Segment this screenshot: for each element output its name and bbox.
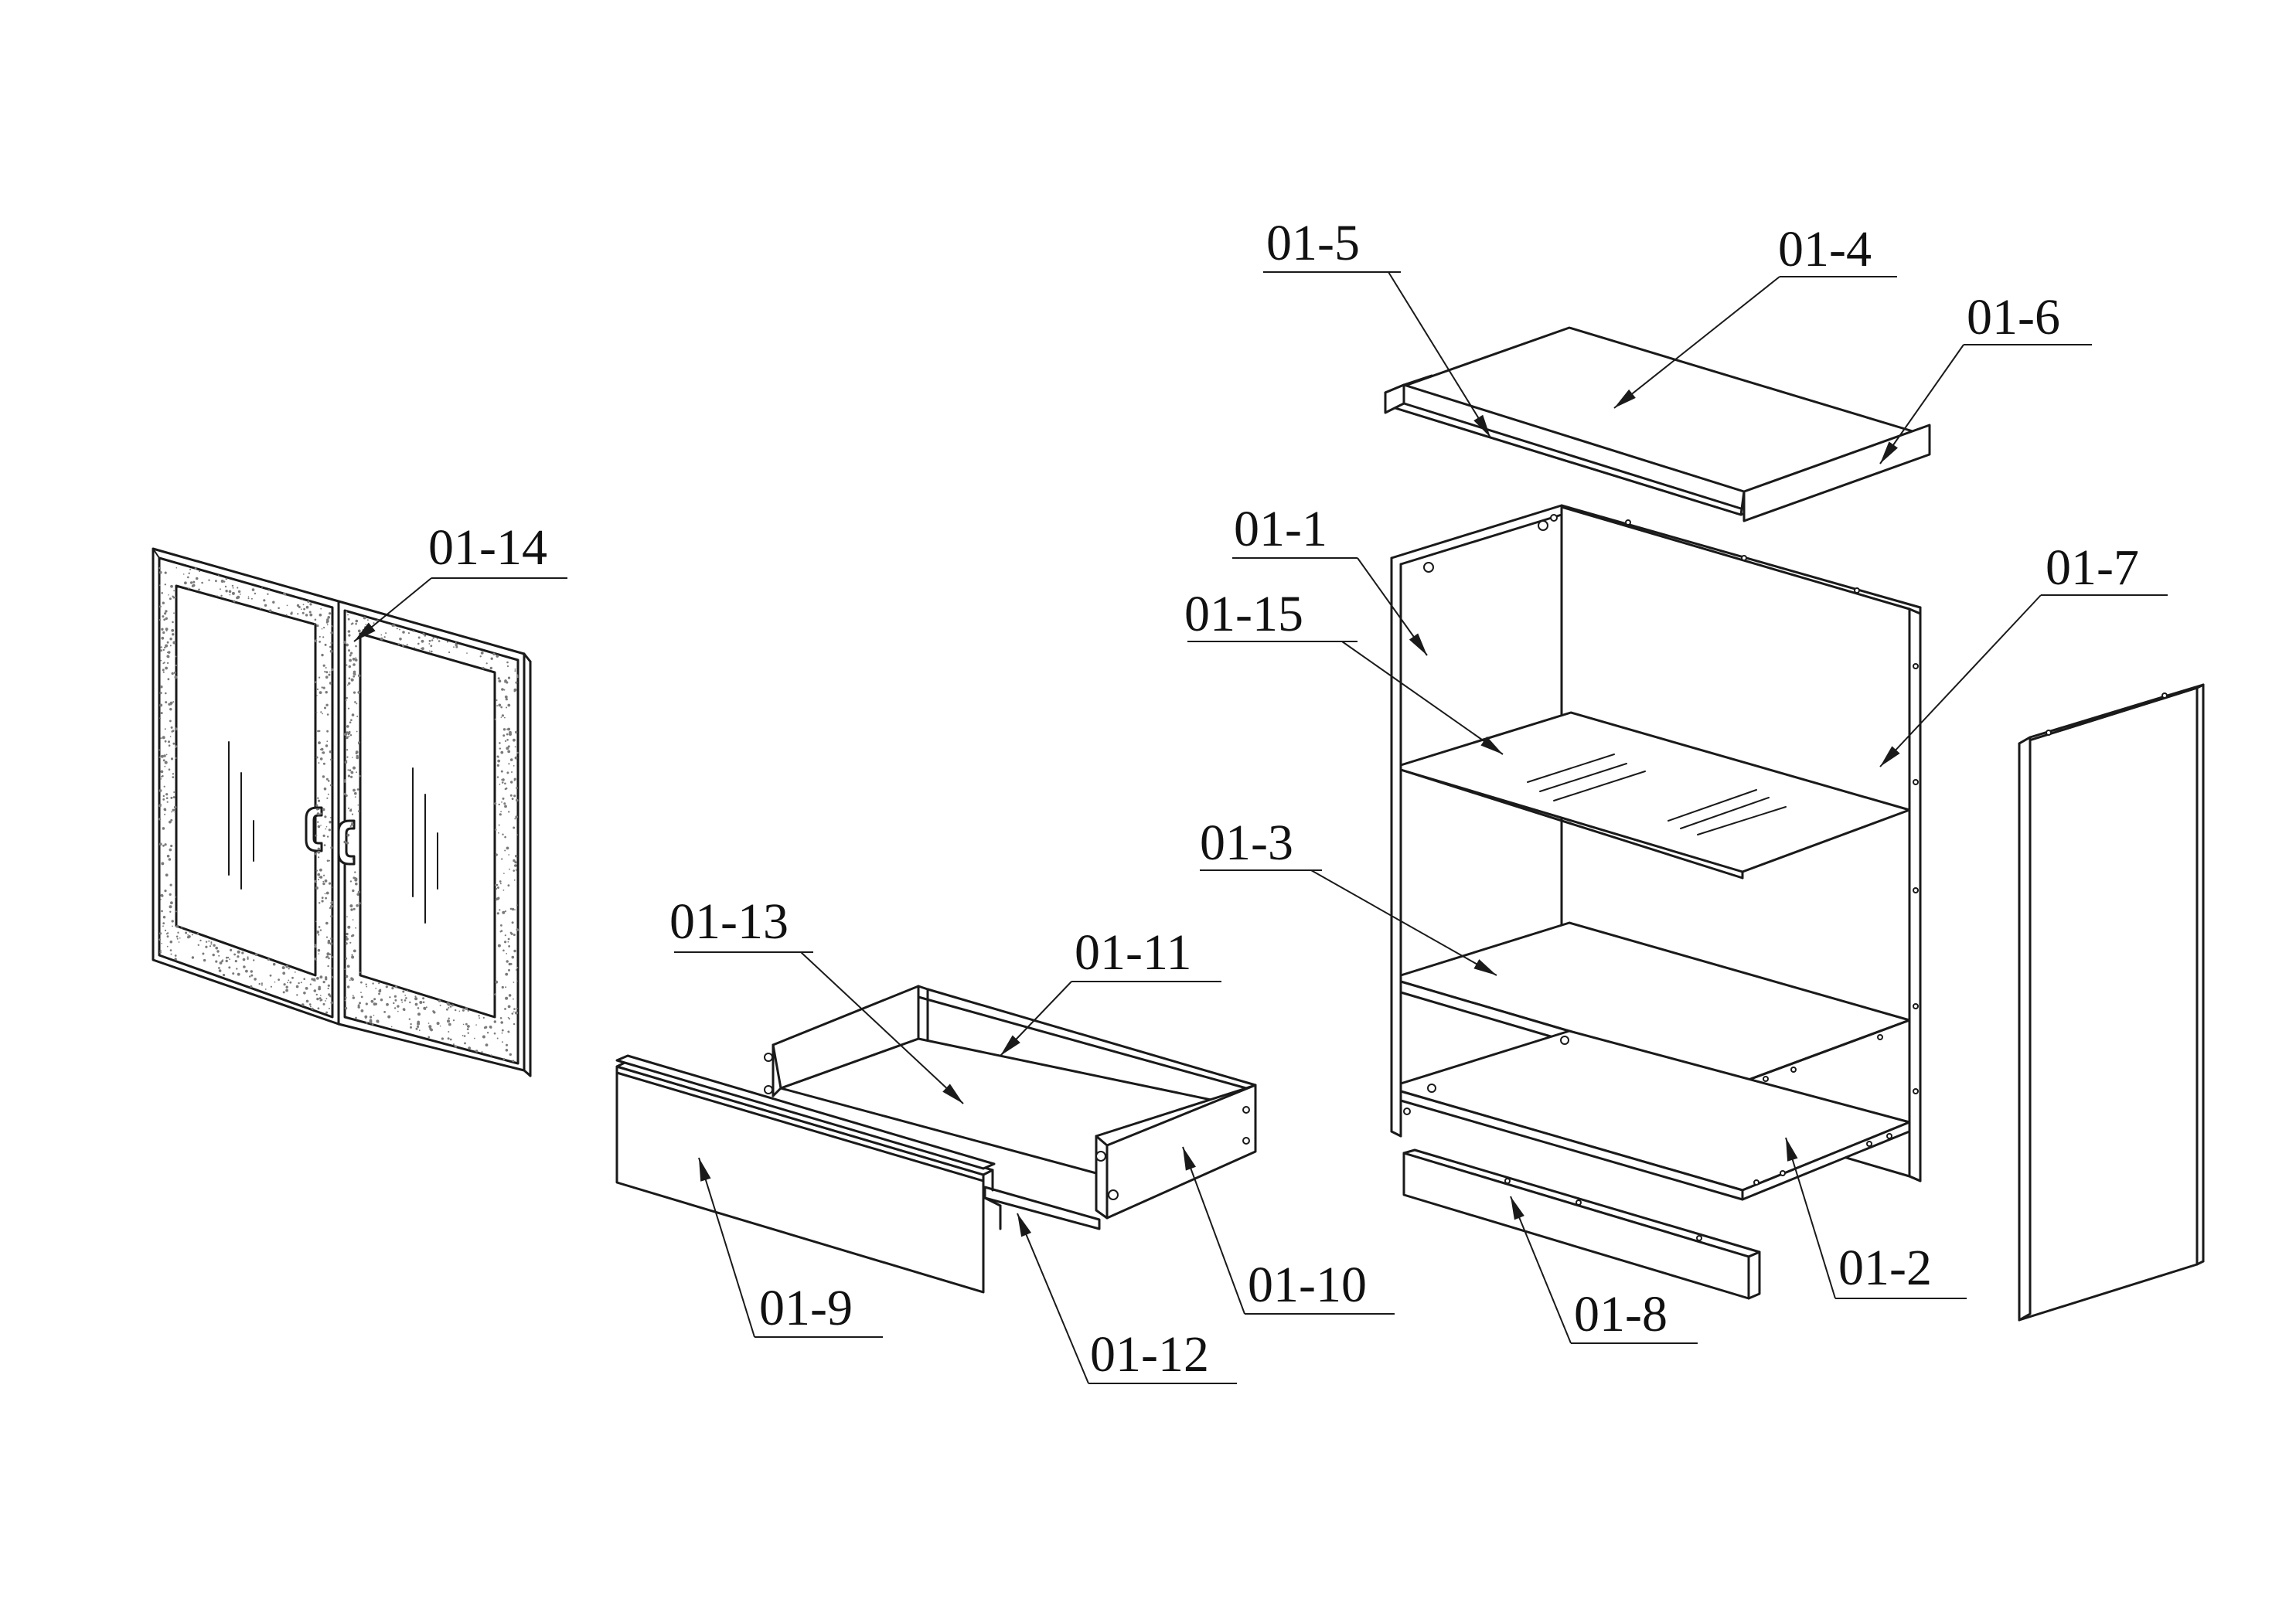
glass-reflections [228,741,438,924]
leader-01-13 [674,951,964,1104]
right-side-panel [2018,683,2205,1322]
leader-01-5 [1263,271,1491,438]
label-01-13: 01-13 [669,893,789,950]
leader-01-9 [698,1157,883,1338]
leader-01-11 [1000,981,1221,1056]
top-panel [1384,326,1931,522]
part-labels: 01-5 01-4 01-6 01-1 01-7 01-15 01-3 01-1… [428,215,2139,1383]
glass-shelf-reflections [1527,754,1787,835]
plinth [1402,1148,1761,1300]
right-side-panel-face [2018,686,2199,1322]
door-thickness-top [523,652,532,663]
label-01-11: 01-11 [1075,924,1192,981]
label-01-2: 01-2 [1838,1240,1932,1296]
top-panel-side-edge [1742,424,1931,522]
label-01-3: 01-3 [1200,815,1293,871]
label-01-15: 01-15 [1184,586,1303,642]
left-door-glass [175,584,317,977]
cabinet-carcass [1390,504,1922,1201]
glass-doors [152,547,532,1077]
leader-01-7 [1879,594,2168,767]
carcass-right-edge [1908,607,1922,1182]
door-frame-texture [158,567,519,1063]
drawer-runner [983,1186,1101,1230]
leader-01-4 [1613,276,1897,409]
label-01-10: 01-10 [1248,1257,1367,1313]
leader-01-8 [1510,1196,1698,1344]
right-side-panel-front-edge [2018,736,2032,1322]
label-01-4: 01-4 [1778,221,1872,277]
leader-01-12 [1017,1213,1237,1384]
drawer-assembly [615,985,1257,1294]
door-thickness-bottom [523,1069,532,1077]
leader-lines [353,271,2168,1384]
leader-01-14 [353,577,567,642]
leader-01-15 [1187,641,1504,755]
leader-01-2 [1785,1137,1967,1299]
leader-01-3 [1200,869,1497,976]
drawer-handle-profile [615,1054,996,1170]
leader-01-1 [1232,557,1428,656]
label-01-9: 01-9 [759,1280,853,1336]
leader-01-6 [1879,344,2092,464]
right-door-frame-inner-edge [343,609,519,1065]
label-01-1: 01-1 [1234,501,1327,557]
label-01-14: 01-14 [428,519,547,576]
label-01-5: 01-5 [1266,215,1360,271]
left-door-edge [152,548,160,559]
label-01-7: 01-7 [2046,539,2139,596]
left-door-handle [305,806,323,852]
plinth-end [1747,1250,1761,1300]
label-01-12: 01-12 [1090,1326,1209,1383]
label-01-8: 01-8 [1574,1286,1667,1342]
leader-01-10 [1182,1146,1395,1315]
right-door-glass [359,632,496,1019]
label-01-6: 01-6 [1967,289,2060,345]
left-door-frame-inner-edge [158,556,334,1019]
